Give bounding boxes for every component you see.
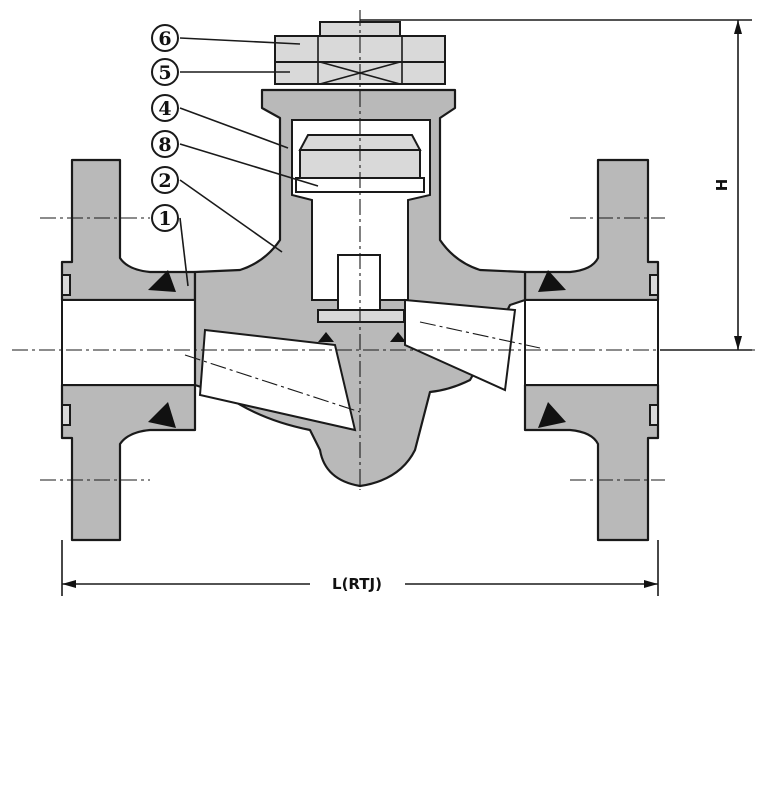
length-dimension: L(RTJ) — [61, 540, 659, 596]
height-dimension: H — [360, 19, 752, 351]
callout-1: 1 — [151, 204, 179, 232]
callout-6: 6 — [151, 24, 179, 52]
right-flange — [523, 158, 660, 542]
callout-3-label: 8 — [158, 134, 171, 156]
callout-2-label: 2 — [158, 170, 171, 192]
center-lines — [12, 10, 755, 490]
callout-4: 4 — [151, 94, 179, 122]
callout-6-label: 6 — [158, 28, 171, 50]
callout-3: 8 — [151, 130, 179, 158]
height-label: H — [713, 179, 731, 192]
callout-2: 2 — [151, 166, 179, 194]
callout-5-label: 5 — [158, 62, 171, 84]
length-label: L(RTJ) — [332, 575, 382, 593]
callout-5: 5 — [151, 58, 179, 86]
callout-4-label: 4 — [158, 98, 171, 120]
weld-marks — [148, 270, 566, 428]
callout-1-label: 1 — [158, 208, 171, 230]
callout-leaders — [179, 37, 319, 287]
